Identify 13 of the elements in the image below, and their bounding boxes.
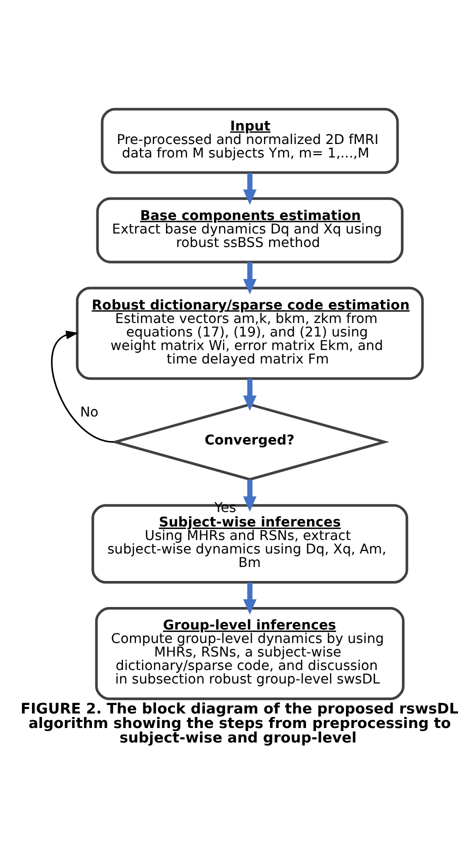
node-box: Group-level inferences Compute group-level dynamics by using MHRs, RSNs, a subject-wise dictionary/sparse code, and discussion in subsection robust group-level swsDL [95,606,405,700]
arrow [243,172,257,204]
arrow [243,582,257,614]
arrow [243,479,257,512]
node-box: Base components estimation Extract base dynamics Dq and Xq using robust ssBSS method [96,196,404,263]
node-box: Robust dictionary/sparse code estimation Estimate vectors am,k, bkm, zkm from equations (17), (19), and (21) using weight matrix Wi, error matrix Ekm, and time delayed matrix Fm [76,286,424,380]
edge-label: No [80,404,98,420]
node-box: Input Pre-processed and normalized 2D fMRI data from M subjects Ym, m= 1,...,M [100,107,399,174]
arrow [51,330,114,442]
arrow [243,378,257,410]
arrow [243,262,257,294]
node-diamond: Converged? [110,402,390,480]
caption: FIGURE 2. The block diagram of the proposed rswsDL algorithm showing the steps from preprocessing to subject-wise and group-level [20,700,458,746]
